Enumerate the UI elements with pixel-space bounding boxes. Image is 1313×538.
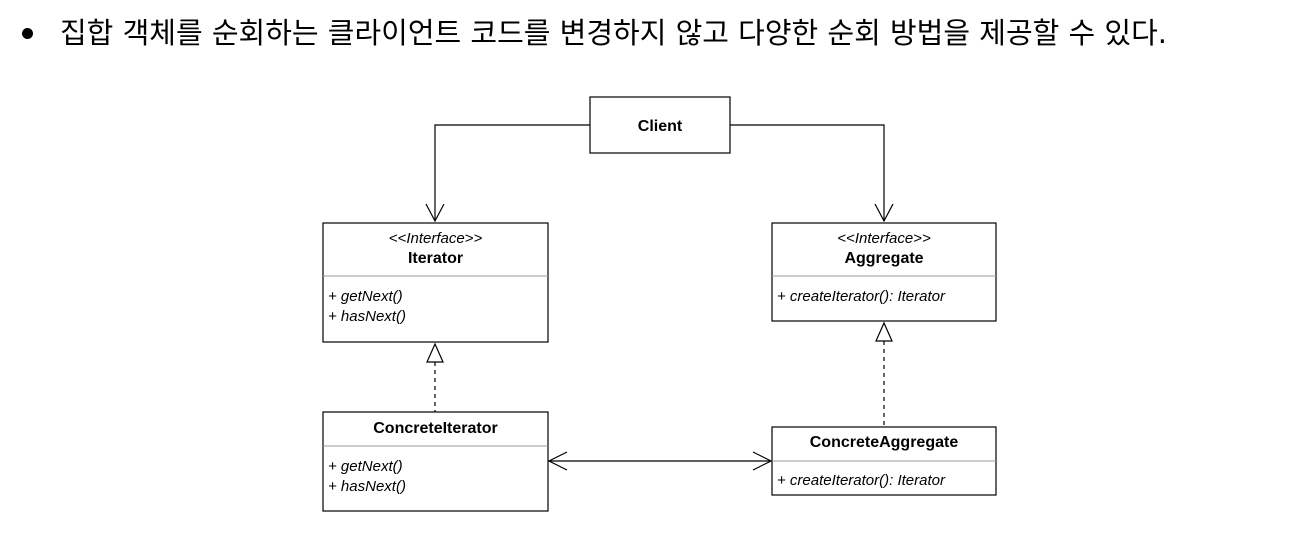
aggregate-stereotype: <<Interface>> [837,230,931,247]
concrete-iterator-class: ConcreteIterator + getNext() + hasNext() [322,411,549,512]
aggregate-interface: <<Interface>> Aggregate + createIterator… [771,222,997,322]
realization-triangle-icon [426,342,444,363]
iterator-member: + getNext() [328,288,403,305]
iterator-stereotype: <<Interface>> [389,230,483,247]
aggregate-class-name: Aggregate [844,250,923,267]
bullet-dot-icon [22,28,33,39]
client-to-aggregate-association [730,124,894,223]
client-class: Client [589,96,731,154]
iterator-realization [426,342,444,412]
concrete-iterator-member: + getNext() [328,458,403,475]
bullet-text: 집합 객체를 순회하는 클라이언트 코드를 변경하지 않고 다양한 순회 방법을… [60,16,1167,50]
aggregate-realization [875,321,893,427]
iterator-interface: <<Interface>> Iterator + getNext() + has… [322,222,549,343]
client-class-name: Client [638,118,683,135]
iterator-class-name: Iterator [408,250,463,267]
open-arrowhead-icon [425,203,445,223]
bullet-point: 집합 객체를 순회하는 클라이언트 코드를 변경하지 않고 다양한 순회 방법을… [22,14,1302,52]
iterator-member: + hasNext() [328,308,406,325]
open-arrowhead-icon [752,451,773,471]
client-to-iterator-association [425,124,590,223]
concrete-bidirectional-association [547,451,773,471]
aggregate-member: + createIterator(): Iterator [777,288,946,305]
concrete-iterator-class-name: ConcreteIterator [373,420,497,437]
concrete-aggregate-class-name: ConcreteAggregate [810,434,959,451]
realization-triangle-icon [875,321,893,342]
open-arrowhead-icon [874,203,894,223]
concrete-iterator-member: + hasNext() [328,478,406,495]
open-arrowhead-icon [547,451,568,471]
concrete-aggregate-member: + createIterator(): Iterator [777,472,946,489]
concrete-aggregate-class: ConcreteAggregate + createIterator(): It… [771,426,997,496]
